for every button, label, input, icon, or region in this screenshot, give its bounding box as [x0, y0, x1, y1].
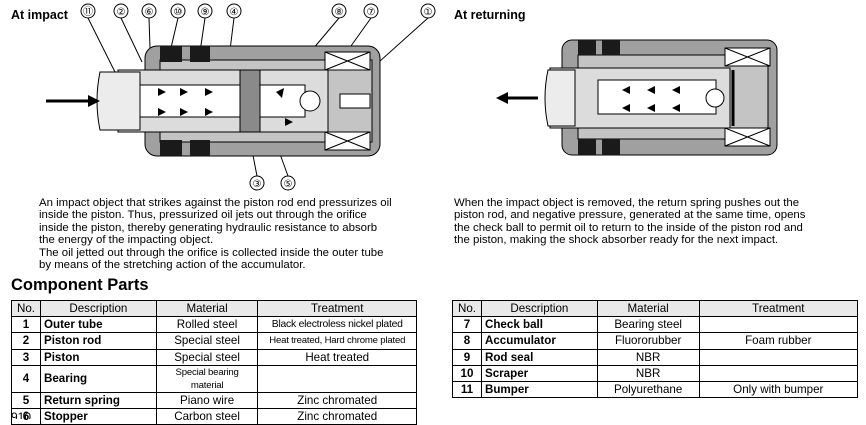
table-row: 2 Piston rod Special steel Heat treated,… [11, 332, 417, 350]
callout-3: ③ [253, 179, 262, 190]
row-treatment: Only with bumper [698, 380, 859, 399]
row-no: 2 [11, 332, 41, 350]
impact-line-1: An impact object that strikes against th… [39, 197, 392, 209]
row-material: Special bearing material [155, 364, 259, 393]
row-treatment: Foam rubber [698, 332, 859, 350]
row-material: Fluororubber [596, 332, 700, 350]
table-row: 10 Scraper NBR [452, 364, 859, 382]
callout-1: ① [424, 7, 433, 18]
header-no: No. [452, 299, 482, 318]
row-no: 10 [452, 364, 482, 382]
row-material: Carbon steel [155, 407, 259, 425]
table-row: 1 Outer tube Rolled steel Black electrol… [11, 316, 417, 334]
callout-4: ④ [230, 7, 239, 18]
row-treatment [698, 316, 859, 334]
returning-line-2: piston rod, and negative pressure, gener… [454, 209, 806, 222]
row-treatment: Black electroless nickel plated [257, 316, 417, 334]
row-material: Special steel [155, 348, 259, 366]
header-treatment: Treatment [698, 299, 859, 318]
row-treatment: Heat treated [257, 348, 417, 366]
row-description: Stopper [39, 407, 157, 425]
table-row: 7 Check ball Bearing steel [452, 316, 859, 334]
parts-table-right: No. Description Material Treatment 7 Che… [452, 299, 859, 399]
callout-2: ② [117, 7, 126, 18]
returning-diagram [496, 39, 778, 156]
row-no: 3 [11, 348, 41, 366]
header-material: Material [596, 299, 700, 318]
row-description: Outer tube [39, 316, 157, 334]
row-material: Piano wire [155, 391, 259, 409]
impact-line-4: the energy of the impacting object. [39, 234, 214, 247]
callout-5: ⑤ [284, 179, 293, 190]
returning-line-4: the piston, making the shock absorber re… [454, 234, 779, 247]
row-treatment: Zinc chromated [257, 407, 417, 425]
table-row: 3 Piston Special steel Heat treated [11, 348, 417, 366]
row-no: 5 [11, 391, 41, 409]
row-material: Polyurethane [596, 380, 700, 399]
row-description: Bumper [480, 380, 598, 399]
impact-line-3: inside the piston, thereby generating hy… [39, 221, 378, 234]
table-row: 9 Rod seal NBR [452, 348, 859, 366]
row-treatment: Zinc chromated [257, 391, 417, 409]
row-no: 4 [11, 364, 41, 393]
callout-9: ⑨ [201, 7, 210, 18]
row-material: Rolled steel [155, 316, 259, 334]
row-material: Special steel [155, 332, 259, 350]
impact-diagram: ⑪ ② ⑥ ⑩ ⑨ ④ ⑧ ⑦ ① ③ ⑤ [46, 3, 436, 191]
row-description: Bearing [39, 364, 157, 393]
row-treatment [698, 348, 859, 366]
page-number: 910 [11, 411, 32, 419]
row-no: 1 [11, 316, 41, 334]
impact-line-5: The oil jetted out through the orifice i… [39, 246, 384, 259]
row-material: NBR [596, 364, 700, 382]
row-treatment: Heat treated, Hard chrome plated [257, 332, 417, 350]
row-description: Scraper [480, 364, 598, 382]
row-description: Piston [39, 348, 157, 366]
callout-6: ⑥ [145, 7, 154, 18]
table-row: 6 Stopper Carbon steel Zinc chromated [11, 407, 417, 425]
returning-description: When the impact object is removed, the r… [454, 197, 805, 247]
at-returning-title: At returning [454, 8, 526, 22]
header-treatment: Treatment [257, 299, 417, 318]
header-description: Description [480, 299, 598, 318]
row-treatment [698, 364, 859, 382]
impact-line-6: by means of the stretching action of the… [39, 259, 306, 272]
impact-line-2: inside the piston. Thus, pressurized oil… [39, 209, 367, 222]
row-material: Bearing steel [596, 316, 700, 334]
callout-8: ⑧ [335, 7, 344, 18]
header-no: No. [11, 299, 41, 318]
parts-table-left: No. Description Material Treatment 1 Out… [11, 299, 417, 425]
row-material: NBR [596, 348, 700, 366]
row-description: Piston rod [39, 332, 157, 350]
row-description: Check ball [480, 316, 598, 334]
table-header: No. Description Material Treatment [11, 299, 417, 318]
row-description: Return spring [39, 391, 157, 409]
row-description: Rod seal [480, 348, 598, 366]
header-material: Material [155, 299, 259, 318]
row-no: 9 [452, 348, 482, 366]
table-row: 8 Accumulator Fluororubber Foam rubber [452, 332, 859, 350]
table-row: 5 Return spring Piano wire Zinc chromate… [11, 391, 417, 409]
returning-line-3: the check ball to permit oil to return t… [454, 221, 803, 234]
callout-10: ⑩ [174, 7, 183, 18]
row-treatment [257, 364, 417, 393]
at-impact-title: At impact [11, 8, 68, 22]
callout-11: ⑪ [83, 6, 93, 18]
header-description: Description [39, 299, 157, 318]
component-parts-title: Component Parts [11, 276, 149, 294]
table-row: 4 Bearing Special bearing material [11, 364, 417, 393]
callout-7: ⑦ [367, 7, 376, 18]
returning-line-1: When the impact object is removed, the r… [454, 197, 800, 209]
table-row: 11 Bumper Polyurethane Only with bumper [452, 380, 859, 399]
row-no: 11 [452, 380, 482, 399]
row-no: 7 [452, 316, 482, 334]
row-no: 8 [452, 332, 482, 350]
table-header: No. Description Material Treatment [452, 299, 859, 318]
impact-description: An impact object that strikes against th… [39, 197, 392, 271]
row-description: Accumulator [480, 332, 598, 350]
